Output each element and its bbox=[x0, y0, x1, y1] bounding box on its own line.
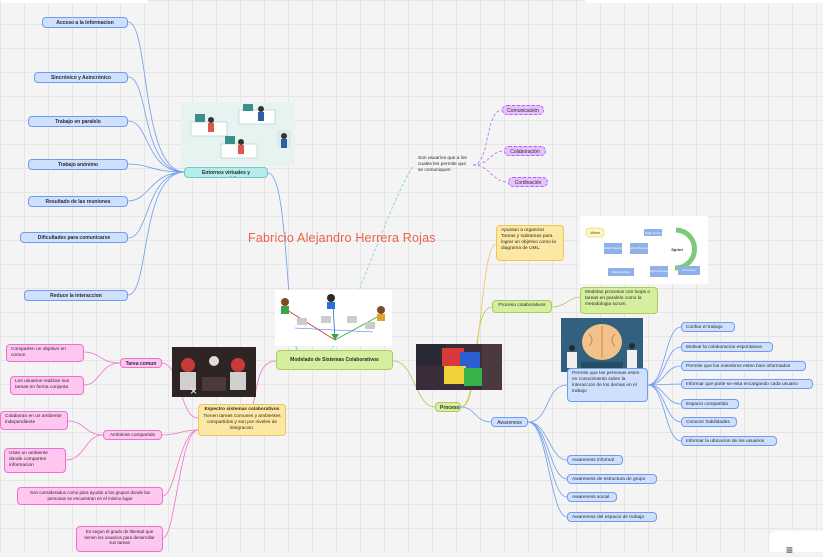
left-item-reduce[interactable]: Reduce la interaccion bbox=[24, 290, 128, 301]
purple-colaboracion[interactable]: Colaboración bbox=[504, 146, 546, 156]
left-item-anonimo[interactable]: Trabajo anónimo bbox=[28, 159, 128, 170]
left-item-dificultades[interactable]: Dificultades para comunicarse bbox=[20, 232, 128, 243]
pink-mismo-lugar[interactable]: Son considerados como para ayudar a los … bbox=[17, 487, 163, 505]
left-item-sincronico[interactable]: Sincrónico y Asincrónico bbox=[34, 72, 128, 83]
green-modelan[interactable]: Modelan procesos con loops o tareas en p… bbox=[580, 287, 658, 314]
pink-ambiente-compartido[interactable]: Ambiente compartido bbox=[103, 430, 162, 440]
pink-ambiente-independiente[interactable]: Colaboran en un ambiente independiente bbox=[0, 411, 68, 430]
awareness-description[interactable]: Permite que las personas esten en conoci… bbox=[567, 368, 648, 402]
scrum-label-review: Sprint Review bbox=[650, 269, 669, 273]
awareness-habilidades[interactable]: Conocer habilidades bbox=[681, 417, 737, 427]
pink-comparten-informacion[interactable]: Usan un ambiente donde comparten informa… bbox=[4, 448, 66, 473]
awareness-ubicacion[interactable]: Informar la ubicacion de los usuarios bbox=[681, 436, 777, 446]
awareness-espacio-trabajo[interactable]: Awareness del espacio de trabaja bbox=[567, 512, 657, 522]
awareness-espacio[interactable]: Espacio compartido bbox=[681, 399, 739, 409]
scrum-label-retrospective: Retrospective bbox=[612, 270, 631, 274]
top-toolbar-left bbox=[0, 0, 148, 3]
awareness-informados[interactable]: Permite que los miembros esten bien info… bbox=[681, 361, 806, 371]
office-illustration bbox=[181, 102, 295, 166]
robots-image: × bbox=[172, 347, 256, 397]
scrum-label-daily: Daily Scrum bbox=[645, 231, 662, 235]
awareness-informal[interactable]: Awareness informal bbox=[567, 455, 623, 465]
corner-panel[interactable]: ≡ bbox=[769, 531, 823, 557]
top-note[interactable]: Son usuarios que a los cuales les permit… bbox=[418, 156, 467, 173]
awareness-node[interactable]: Awareness bbox=[491, 417, 528, 427]
branch-entornos[interactable]: Entornos virtuales y presenciales bbox=[184, 167, 268, 178]
scrum-diagram-image: Vision Product Backlog Sprint Planning D… bbox=[580, 216, 708, 284]
menu-icon[interactable]: ≡ bbox=[786, 543, 794, 557]
awareness-social[interactable]: Awareness social bbox=[567, 492, 617, 502]
scrum-label-backlog: Product Backlog bbox=[602, 246, 624, 250]
network-illustration bbox=[275, 290, 392, 346]
yellow-apuntan[interactable]: Apuntan a organizar Tareas y subtareas p… bbox=[496, 225, 564, 261]
scrum-label-planning: Sprint Planning bbox=[629, 246, 650, 250]
scrum-label-increment: Increment bbox=[682, 268, 696, 272]
awareness-motivar[interactable]: Motivar la colaboracion espontanea bbox=[681, 342, 773, 352]
left-item-reuniones[interactable]: Resultado de las reuniones bbox=[28, 196, 128, 207]
left-item-paralelo[interactable]: Trabajo en paralelo bbox=[28, 116, 128, 127]
spectrum-description[interactable]: Tienen tareas comunes y ambientes compar… bbox=[198, 412, 286, 436]
pink-tarea-comun[interactable]: Tarea comun bbox=[120, 358, 162, 368]
awareness-confiar[interactable]: Confiar el trabajo bbox=[681, 322, 735, 332]
left-item-acceso[interactable]: Acceso a la informacion bbox=[42, 17, 128, 28]
scrum-label-sprint: Sprint bbox=[671, 247, 683, 252]
close-mark-icon: × bbox=[190, 384, 197, 397]
map-title: Fabricio Alejandro Herrera Rojas bbox=[248, 231, 436, 245]
procesos-node[interactable]: Procesos bbox=[435, 402, 461, 412]
awareness-encargando[interactable]: Informar que parte se esta encargando ca… bbox=[681, 379, 813, 389]
purple-cordinacion[interactable]: Cordinación bbox=[508, 177, 548, 187]
purple-comunicacion[interactable]: Comunicación bbox=[502, 105, 544, 115]
pink-grado-libertad[interactable]: Es segun el grado de libertad que tienen… bbox=[76, 526, 163, 552]
pink-comparten-objetivo[interactable]: Comparten un objetivo en comun bbox=[6, 344, 84, 362]
green-procesos-colaborativos[interactable]: Proceso colaborativos bbox=[492, 300, 552, 313]
awareness-estructura[interactable]: Awareness de estructura de grupo bbox=[567, 474, 657, 484]
brain-illustration bbox=[561, 318, 643, 372]
pink-tareas-conjunta[interactable]: Los usuarios realizan sus tareas en form… bbox=[10, 376, 84, 395]
scrum-label-vision: Vision bbox=[590, 231, 600, 235]
puzzle-image bbox=[416, 344, 502, 390]
center-node[interactable]: Modelado de Sistemas Colaborativos bbox=[276, 350, 393, 370]
top-toolbar-right bbox=[585, 0, 823, 3]
